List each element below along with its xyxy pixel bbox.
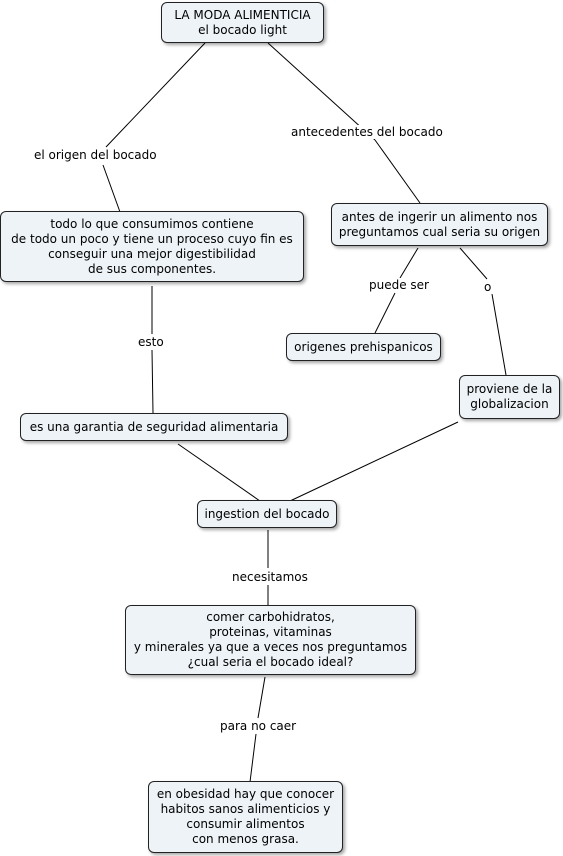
edge-garantia-ingestion — [177, 443, 261, 502]
node-globalizacion: proviene de la globalizacion — [459, 375, 560, 419]
edge-esto-garantia — [151, 349, 154, 414]
edge-root-origen — [105, 42, 206, 148]
link-label-esto: esto — [136, 335, 166, 349]
node-obesidad: en obesidad hay que conocer habitos sano… — [148, 781, 343, 853]
edge-antes-o — [459, 247, 488, 280]
edge-origen-desc — [102, 164, 121, 213]
edge-puede-prehisp — [374, 292, 396, 334]
node-comer: comer carbohidratos, proteinas, vitamina… — [125, 605, 416, 675]
node-origenes-prehispanicos: origenes prehispanicos — [286, 333, 441, 361]
link-label-necesitamos: necesitamos — [230, 570, 310, 584]
edge-comer-paranocaer — [257, 676, 266, 719]
edge-globalizacion-ingestion — [289, 421, 459, 502]
node-origen-desc: todo lo que consumimos contiene de todo … — [0, 211, 304, 282]
node-ingestion: ingestion del bocado — [197, 500, 337, 528]
node-antes-ingerir: antes de ingerir un alimento nos pregunt… — [331, 203, 548, 246]
edge-root-antecedentes — [267, 42, 376, 141]
link-label-puede-ser: puede ser — [367, 278, 431, 292]
link-label-antecedentes: antecedentes del bocado — [289, 125, 445, 139]
edge-antecedentes-antes — [374, 139, 421, 204]
link-label-para-no-caer: para no caer — [218, 719, 299, 733]
node-garantia: es una garantia de seguridad alimentaria — [20, 413, 288, 441]
link-label-origen: el origen del bocado — [32, 148, 159, 162]
edge-o-globalizacion — [491, 293, 507, 376]
link-label-o: o — [482, 280, 494, 294]
edge-antes-puede — [399, 247, 419, 279]
edge-paranocaer-obesidad — [249, 733, 257, 783]
node-root: LA MODA ALIMENTICIA el bocado light — [161, 2, 324, 43]
